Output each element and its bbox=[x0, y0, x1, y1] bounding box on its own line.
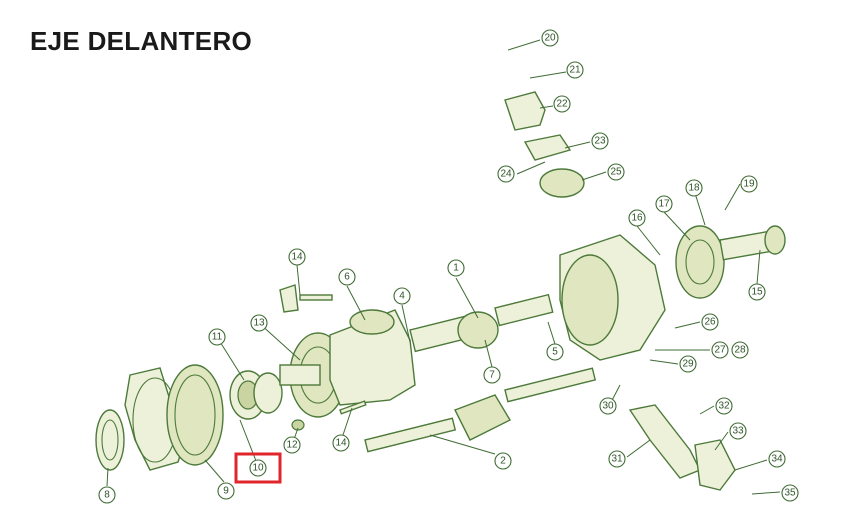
callout-14-upper[interactable]: 14 bbox=[288, 248, 306, 266]
callout-7[interactable]: 7 bbox=[483, 366, 501, 384]
callout-5[interactable]: 5 bbox=[546, 343, 564, 361]
part-14-bracket-bolt[interactable] bbox=[279, 284, 333, 313]
svg-text:10: 10 bbox=[252, 463, 264, 474]
leader-lines bbox=[106, 39, 781, 495]
part-6-axle-housing[interactable] bbox=[329, 309, 416, 406]
part-17-ring[interactable] bbox=[675, 225, 725, 299]
callout-27[interactable]: 27 bbox=[711, 341, 729, 359]
callout-28[interactable]: 28 bbox=[731, 341, 749, 359]
part-33-knuckle[interactable] bbox=[694, 439, 736, 491]
svg-text:19: 19 bbox=[743, 179, 755, 190]
callout-34[interactable]: 34 bbox=[768, 450, 786, 468]
callout-21[interactable]: 21 bbox=[566, 61, 584, 79]
callout-19[interactable]: 19 bbox=[740, 175, 758, 193]
callout-15[interactable]: 15 bbox=[748, 283, 766, 301]
svg-text:4: 4 bbox=[399, 291, 405, 302]
part-31-steering-arm[interactable] bbox=[628, 404, 701, 479]
svg-text:27: 27 bbox=[714, 345, 726, 356]
part-differential-housing[interactable] bbox=[559, 234, 666, 361]
svg-text:24: 24 bbox=[500, 169, 512, 180]
part-8-seal[interactable] bbox=[95, 409, 125, 471]
callout-23[interactable]: 23 bbox=[591, 132, 609, 150]
callout-31[interactable]: 31 bbox=[608, 450, 626, 468]
svg-text:34: 34 bbox=[771, 454, 783, 465]
callout-12[interactable]: 12 bbox=[283, 436, 301, 454]
svg-text:35: 35 bbox=[784, 488, 796, 499]
part-22-bracket[interactable] bbox=[504, 91, 546, 131]
callout-10[interactable]: 10 bbox=[249, 459, 267, 477]
part-1-universal-joint[interactable] bbox=[409, 293, 554, 353]
svg-text:1: 1 bbox=[453, 263, 459, 274]
callout-4[interactable]: 4 bbox=[393, 287, 411, 305]
svg-text:6: 6 bbox=[344, 272, 350, 283]
callout-30[interactable]: 30 bbox=[599, 397, 617, 415]
part-9-flange-plate[interactable] bbox=[124, 367, 186, 471]
part-10-gasket[interactable] bbox=[166, 364, 224, 466]
callout-29[interactable]: 29 bbox=[679, 355, 697, 373]
svg-text:2: 2 bbox=[500, 456, 506, 467]
part-13-splined-flange[interactable] bbox=[279, 332, 347, 418]
callout-35[interactable]: 35 bbox=[781, 484, 799, 502]
callout-20[interactable]: 20 bbox=[541, 29, 559, 47]
callout-6[interactable]: 6 bbox=[338, 268, 356, 286]
callout-2[interactable]: 2 bbox=[494, 452, 512, 470]
callout-32[interactable]: 32 bbox=[715, 397, 733, 415]
svg-text:18: 18 bbox=[688, 183, 700, 194]
svg-text:20: 20 bbox=[544, 33, 556, 44]
svg-text:8: 8 bbox=[104, 490, 110, 501]
svg-text:9: 9 bbox=[223, 486, 229, 497]
svg-text:21: 21 bbox=[569, 65, 581, 76]
svg-text:17: 17 bbox=[658, 199, 670, 210]
svg-text:32: 32 bbox=[718, 401, 730, 412]
callout-33[interactable]: 33 bbox=[729, 422, 747, 440]
svg-text:22: 22 bbox=[556, 99, 568, 110]
svg-text:33: 33 bbox=[732, 426, 744, 437]
callout-13[interactable]: 13 bbox=[250, 314, 268, 332]
svg-text:11: 11 bbox=[212, 332, 223, 343]
diagram-title: EJE DELANTERO bbox=[30, 26, 253, 56]
svg-text:31: 31 bbox=[611, 454, 623, 465]
svg-text:14: 14 bbox=[291, 252, 303, 263]
svg-text:30: 30 bbox=[602, 401, 614, 412]
callout-22[interactable]: 22 bbox=[553, 95, 571, 113]
svg-text:5: 5 bbox=[552, 347, 558, 358]
part-25-boss[interactable] bbox=[539, 168, 585, 198]
svg-text:7: 7 bbox=[489, 370, 495, 381]
svg-text:28: 28 bbox=[734, 345, 746, 356]
part-2-drive-shaft[interactable] bbox=[364, 367, 597, 453]
callout-16[interactable]: 16 bbox=[628, 209, 646, 227]
callout-26[interactable]: 26 bbox=[701, 313, 719, 331]
part-14-bolt-lower[interactable] bbox=[339, 400, 367, 415]
callout-25[interactable]: 25 bbox=[607, 163, 625, 181]
svg-text:29: 29 bbox=[682, 359, 694, 370]
callout-17[interactable]: 17 bbox=[655, 195, 673, 213]
callout-11[interactable]: 11 bbox=[208, 328, 226, 346]
part-15-output-shaft[interactable] bbox=[719, 225, 786, 261]
svg-text:14: 14 bbox=[335, 438, 347, 449]
svg-text:12: 12 bbox=[286, 440, 298, 451]
highlight-box-part-10 bbox=[234, 452, 282, 484]
callout-8[interactable]: 8 bbox=[98, 486, 116, 504]
part-11-bearing[interactable] bbox=[229, 370, 283, 420]
part-23-plate[interactable] bbox=[523, 134, 572, 161]
callout-14-lower[interactable]: 14 bbox=[332, 434, 350, 452]
svg-text:15: 15 bbox=[751, 287, 763, 298]
svg-text:13: 13 bbox=[253, 318, 265, 329]
svg-text:25: 25 bbox=[610, 167, 622, 178]
part-12-nut[interactable] bbox=[291, 419, 305, 431]
callout-18[interactable]: 18 bbox=[685, 179, 703, 197]
callout-9[interactable]: 9 bbox=[217, 482, 235, 500]
callout-24[interactable]: 24 bbox=[497, 165, 515, 183]
svg-text:23: 23 bbox=[594, 136, 606, 147]
callout-1[interactable]: 1 bbox=[447, 259, 465, 277]
svg-text:16: 16 bbox=[631, 213, 643, 224]
svg-text:26: 26 bbox=[704, 317, 716, 328]
